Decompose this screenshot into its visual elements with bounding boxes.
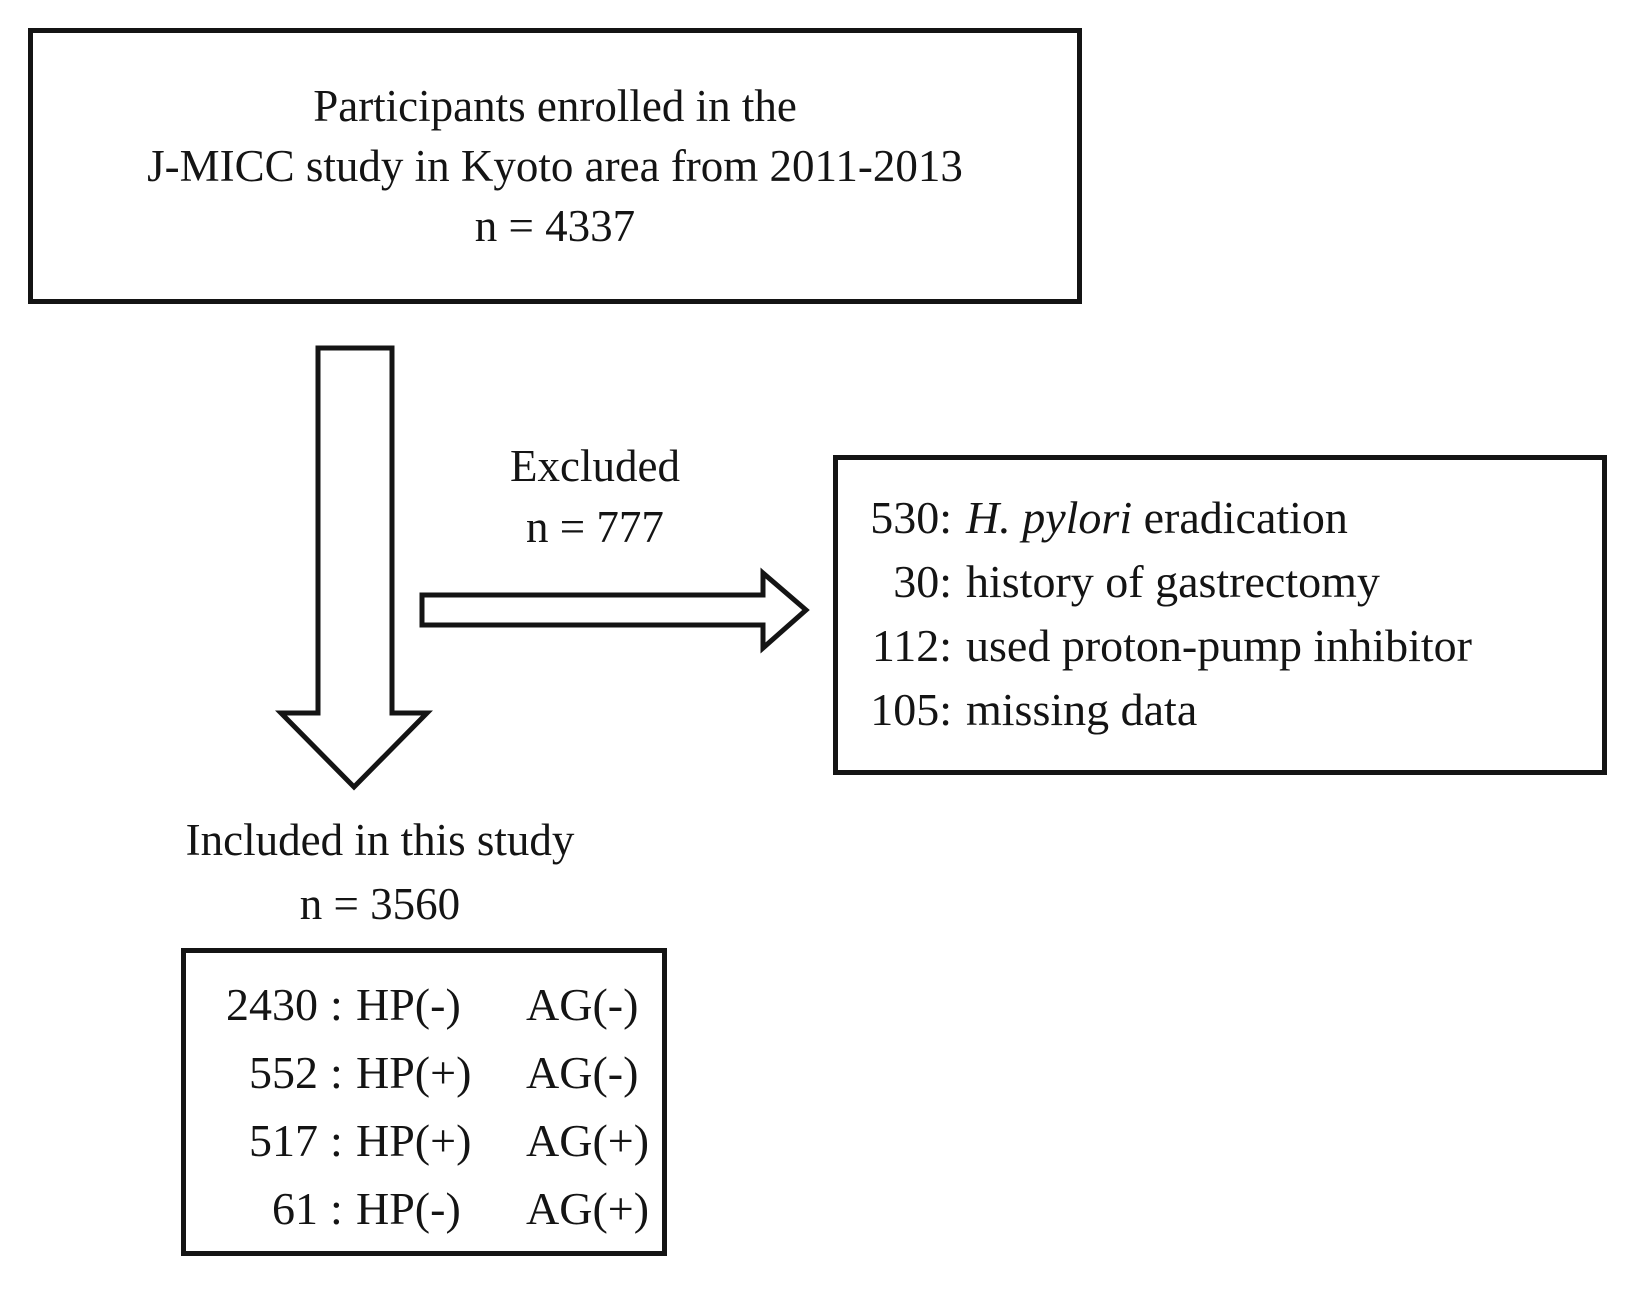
right-block-arrow-icon [419, 567, 810, 654]
subgroup-ag-status: AG(-) [526, 979, 639, 1030]
exclusion-count: 112: [871, 620, 952, 671]
excluded-label: Excluded n = 777 [425, 436, 765, 558]
included-label: Included in this study n = 3560 [150, 808, 610, 936]
subgroup-separator: : [330, 1115, 343, 1166]
enrollment-box: Participants enrolled in the J-MICC stud… [28, 28, 1082, 304]
subgroup-separator: : [330, 1047, 343, 1098]
enrollment-line-2: J-MICC study in Kyoto area from 2011-201… [147, 141, 963, 191]
exclusion-count: 530: [870, 492, 952, 543]
exclusion-reason-row: 530: H. pylori eradication [856, 486, 1592, 550]
enrollment-count: n = 4337 [474, 201, 636, 251]
exclusion-reason: used proton-pump inhibitor [966, 614, 1592, 678]
exclusion-reason-text: history of gastrectomy [966, 556, 1380, 607]
subgroup-hp-status: HP(-) [356, 1183, 461, 1234]
exclusion-reason-text: used proton-pump inhibitor [966, 620, 1472, 671]
exclusion-reason-row: 30: history of gastrectomy [856, 550, 1592, 614]
exclusion-reason: missing data [966, 678, 1592, 742]
enrollment-box-text: Participants enrolled in the J-MICC stud… [147, 76, 963, 256]
subgroup-ag-status: AG(+) [526, 1115, 650, 1166]
exclusion-reason: history of gastrectomy [966, 550, 1592, 614]
subgroup-hp-status: HP(+) [356, 1115, 472, 1166]
exclusion-count: 105: [870, 684, 952, 735]
subgroup-count: 61 [272, 1183, 318, 1234]
subgroup-separator: : [330, 979, 343, 1030]
exclusion-count: 30: [893, 556, 952, 607]
enrollment-line-1: Participants enrolled in the [313, 81, 797, 131]
subgroup-ag-status: AG(-) [526, 1047, 639, 1098]
subgroup-hp-status: HP(+) [356, 1047, 472, 1098]
included-count: n = 3560 [299, 879, 461, 929]
exclusion-reason-text: missing data [966, 684, 1198, 735]
subgroup-ag-status: AG(+) [526, 1183, 650, 1234]
down-block-arrow-icon [275, 345, 433, 791]
exclusion-reasons-box: 530: H. pylori eradication 30: history o… [833, 455, 1607, 775]
exclusion-reason-italic: H. pylori [966, 492, 1133, 543]
subgroup-count: 2430 [226, 979, 318, 1030]
excluded-title: Excluded [510, 441, 680, 491]
included-title: Included in this study [185, 815, 575, 865]
subgroup-separator: : [330, 1183, 343, 1234]
subgroup-row: 552 : HP(+) AG(-) [206, 1039, 656, 1107]
subgroup-count: 552 [249, 1047, 318, 1098]
exclusion-reason: H. pylori eradication [966, 486, 1592, 550]
subgroup-row: 61 : HP(-) AG(+) [206, 1175, 656, 1243]
subgroup-box: 2430 : HP(-) AG(-) 552 : HP(+) AG(-) 517… [181, 948, 667, 1256]
subgroup-count: 517 [249, 1115, 318, 1166]
exclusion-reason-row: 105: missing data [856, 678, 1592, 742]
excluded-count: n = 777 [526, 502, 664, 552]
subgroup-hp-status: HP(-) [356, 979, 461, 1030]
subgroup-row: 517 : HP(+) AG(+) [206, 1107, 656, 1175]
exclusion-reason-text: eradication [1132, 492, 1348, 543]
subgroup-row: 2430 : HP(-) AG(-) [206, 971, 656, 1039]
exclusion-reason-row: 112: used proton-pump inhibitor [856, 614, 1592, 678]
